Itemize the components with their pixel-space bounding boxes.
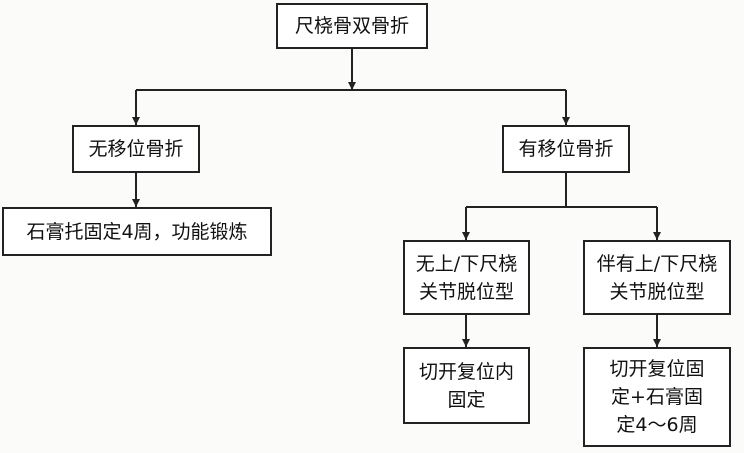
node-root: 尺桡骨双骨折 — [276, 3, 428, 49]
node-orif-cast: 切开复位固 定+石膏固 定4～6周 — [583, 347, 731, 447]
node-orif: 切开复位内 固定 — [403, 347, 530, 424]
node-with-dislocation: 伴有上/下尺桡 关节脱位型 — [583, 240, 731, 315]
node-non-displaced: 无移位骨折 — [72, 125, 200, 173]
node-cast-treatment: 石膏托固定4周，功能锻炼 — [2, 207, 272, 256]
node-displaced: 有移位骨折 — [502, 125, 630, 173]
node-no-dislocation: 无上/下尺桡 关节脱位型 — [403, 240, 530, 315]
